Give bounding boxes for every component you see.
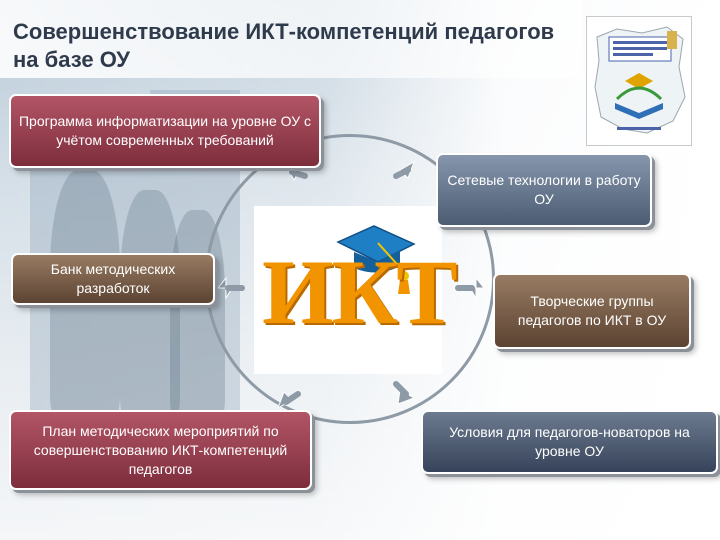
background-person xyxy=(120,190,180,420)
arrow-to-groups xyxy=(469,276,486,300)
box-creative-groups: Творческие группы педагогов по ИКТ в ОУ xyxy=(493,273,691,349)
methodical-center-emblem xyxy=(594,26,686,134)
page-title: Совершенствование ИКТ-компетенций педаго… xyxy=(13,19,555,72)
box-informatization-program: Программа информатизации на уровне ОУ с … xyxy=(9,94,321,168)
center-panel xyxy=(254,206,442,374)
center-ikt-label: ИКТ xyxy=(262,241,458,343)
box-innovator-conditions: Условия для педагогов-новаторов на уровн… xyxy=(421,410,718,474)
box-methodical-bank: Банк методических разработок xyxy=(11,253,215,305)
box-methodical-plan: План методических мероприятий по соверше… xyxy=(9,410,312,490)
logo xyxy=(586,16,692,146)
graduation-cap-icon xyxy=(336,225,416,294)
title-bar xyxy=(0,0,582,78)
box-network-technologies: Сетевые технологии в работу ОУ xyxy=(436,153,652,227)
